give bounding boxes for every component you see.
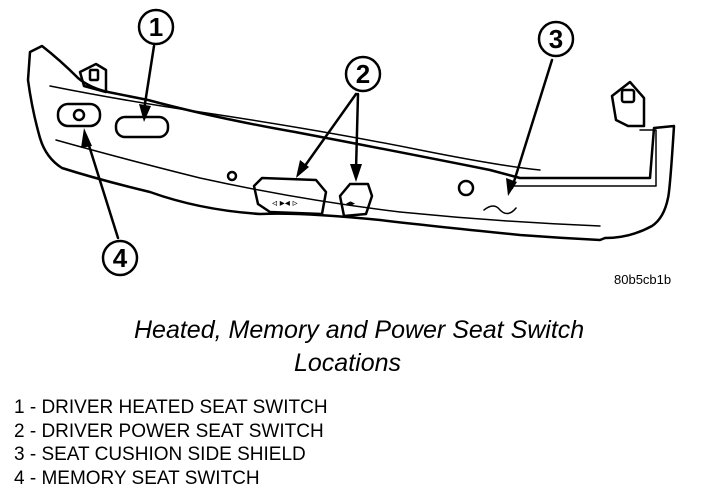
legend-item: 3 - SEAT CUSHION SIDE SHIELD: [14, 444, 306, 465]
callout-1-leader: [142, 44, 156, 112]
callout-3-label: 3: [549, 24, 563, 54]
svg-text:◃ ▸◂ ▹: ◃ ▸◂ ▹: [272, 198, 298, 209]
figure-caption-line2: Locations: [294, 349, 402, 377]
callout-2-leader-b: [354, 92, 360, 172]
legend-item: 2 - DRIVER POWER SEAT SWITCH: [14, 420, 324, 442]
legend-item: 4 - MEMORY SEAT SWITCH: [14, 467, 260, 489]
driver-heated-seat-switch: [114, 115, 170, 139]
figure-code: 80b5cb1b: [614, 272, 672, 287]
callout-2-label: 2: [356, 59, 370, 89]
seat-cushion-shield: [26, 44, 676, 242]
memory-seat-switch: [56, 102, 102, 128]
callout-3-leader: [510, 58, 554, 190]
figure-caption-line1: Heated, Memory and Power Seat Switch: [134, 316, 585, 344]
driver-power-seat-switch-main: [252, 176, 328, 216]
callout-1-circle: [137, 8, 175, 46]
callout-3-circle: [537, 20, 575, 58]
callout-1-label: 1: [149, 12, 163, 42]
callout-4-leader: [84, 134, 120, 240]
callout-4-circle: [101, 239, 139, 277]
callout-legend: 1 - DRIVER HEATED SEAT SWITCH 2 - DRIVER…: [14, 396, 328, 490]
driver-power-seat-switch-recliner: [338, 182, 374, 218]
seat-shield-illustration: ◃ ▸◂ ▹ ◂▸ 1 2 3 4: [26, 8, 676, 277]
svg-text:◂▸: ◂▸: [346, 198, 356, 208]
callout-4-label: 4: [113, 243, 128, 273]
callout-2-leader-a: [300, 92, 358, 172]
callout-2-circle: [344, 55, 382, 93]
legend-item: 1 - DRIVER HEATED SEAT SWITCH: [14, 397, 328, 418]
